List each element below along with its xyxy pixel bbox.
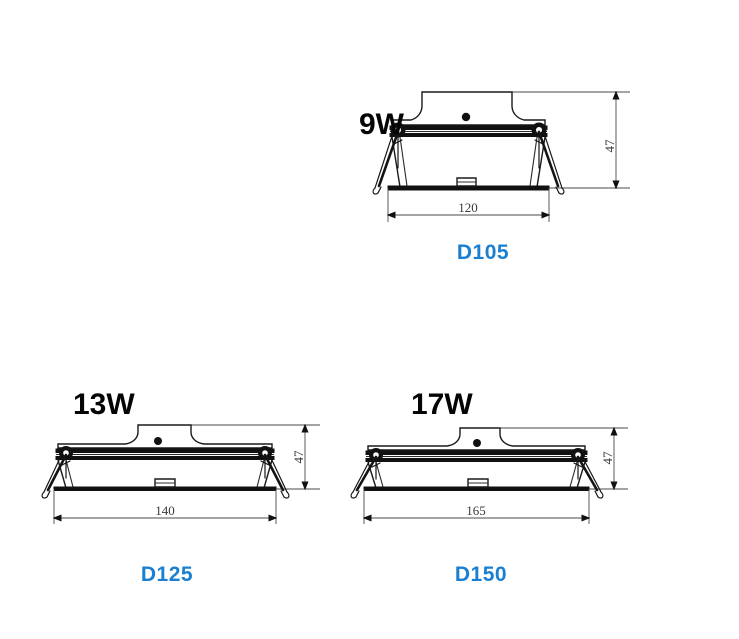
d125-spring-clip-right (258, 446, 290, 499)
d105-body (387, 91, 550, 191)
d150-model-label: D150 (455, 563, 507, 586)
drawing-d125: 47 (41, 388, 320, 586)
d150-width-dimension: 165 (362, 489, 591, 524)
drawing-d150: 47 (350, 388, 628, 586)
d150-center-screw (473, 439, 481, 447)
d125-spring-clip-left (41, 446, 73, 499)
d105-height-value: 47 (602, 139, 617, 153)
d150-spring-clip-right (571, 448, 604, 499)
drawing-d105: 47 (359, 90, 630, 264)
d150-height-value: 47 (600, 451, 615, 465)
d105-center-screw (461, 112, 471, 122)
d125-height-value: 47 (291, 450, 306, 464)
d105-power-label: 9W (359, 108, 405, 141)
d150-height-dimension: 47 (490, 426, 628, 491)
d105-height-dimension: 47 (470, 90, 630, 190)
d125-power-label: 13W (73, 388, 135, 421)
d150-body (363, 427, 590, 491)
d150-spring-clip-left (350, 448, 383, 499)
d125-width-value: 140 (155, 503, 175, 518)
d150-width-value: 165 (466, 503, 486, 518)
d150-power-label: 17W (411, 388, 473, 421)
d125-body (53, 424, 277, 491)
d105-spring-clip-right (531, 122, 565, 195)
d105-width-dimension: 120 (386, 188, 551, 222)
d105-width-value: 120 (458, 200, 478, 215)
d125-model-label: D125 (141, 563, 193, 586)
d105-model-label: D105 (457, 241, 509, 264)
d125-center-screw (154, 437, 162, 445)
d105-spring-clip-left (372, 122, 406, 195)
d125-width-dimension: 140 (52, 489, 278, 524)
